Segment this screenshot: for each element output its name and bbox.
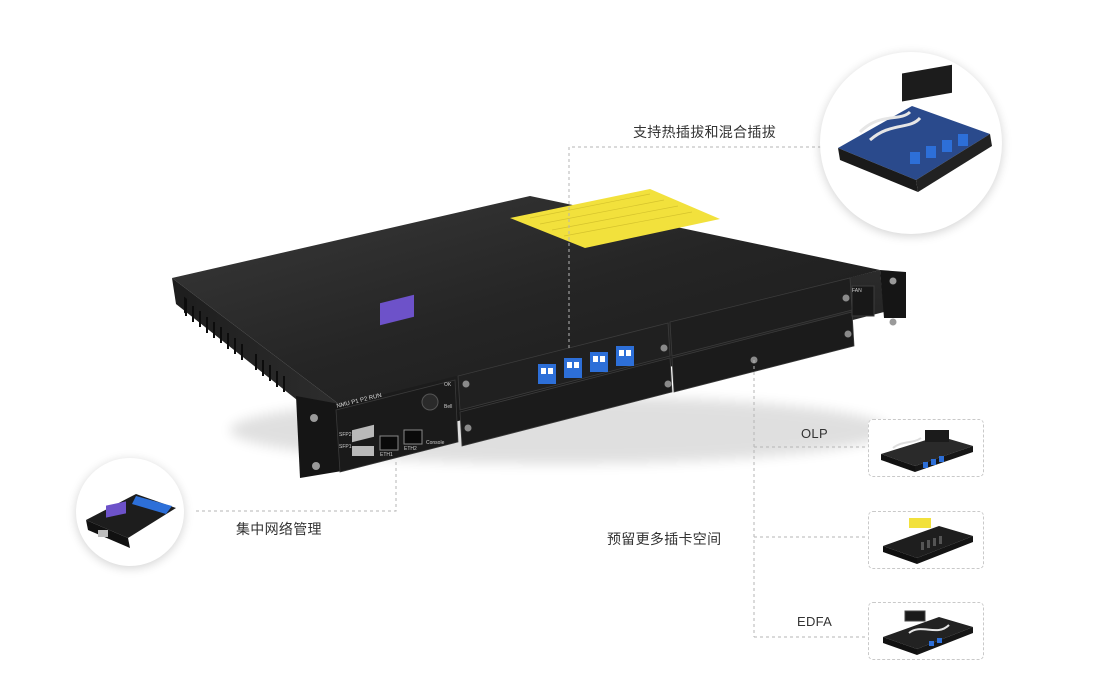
rack-screw <box>310 414 318 422</box>
card-image <box>838 64 992 192</box>
fan-module <box>851 285 875 317</box>
sfp2-label: SFP2 <box>339 432 352 438</box>
rack-ear-left <box>296 396 348 478</box>
lc-port <box>616 346 634 366</box>
central-mgmt-callout: 集中网络管理 <box>236 522 322 538</box>
hot-swap-callout: 支持热插拔和混合插拔 <box>633 125 776 141</box>
edfa-card-image <box>883 610 973 655</box>
card-slot-4 <box>671 311 855 393</box>
hot-swap-thumbnail <box>820 52 1002 234</box>
sfp1-label: SFP1 <box>339 444 352 450</box>
lc-port <box>538 364 556 384</box>
nmu-thumbnail <box>76 458 184 566</box>
warning-label <box>510 189 720 248</box>
nmu-lcd <box>380 294 414 326</box>
eth-port <box>403 429 423 445</box>
eth1-label: ETH1 <box>380 452 393 458</box>
console-label: Console <box>426 440 445 446</box>
rack-ear-right <box>880 270 906 318</box>
lc-port <box>564 358 582 378</box>
olp-label: OLP <box>801 426 828 441</box>
reserved-card-thumbnail <box>868 511 984 569</box>
chassis-top <box>172 196 880 405</box>
sfp-port <box>352 446 374 456</box>
nmu-card-image <box>86 494 176 548</box>
fan-label: FAN <box>852 288 862 294</box>
card-slot-2 <box>459 357 673 447</box>
ok-label: OK <box>444 382 452 388</box>
reserved-slots-callout: 预留更多插卡空间 <box>607 532 722 548</box>
eth2-label: ETH2 <box>404 446 417 452</box>
edfa-label: EDFA <box>797 614 833 629</box>
nav-buttons <box>421 393 439 411</box>
bell-label: Bell <box>444 404 453 410</box>
leader-lines <box>196 146 868 638</box>
lc-adapters <box>538 346 634 384</box>
reserved-card-image <box>883 518 973 564</box>
edfa-card-thumbnail <box>868 602 984 660</box>
eth-port <box>379 435 399 451</box>
olp-card-image <box>881 430 973 472</box>
olp-card-thumbnail <box>868 419 984 477</box>
rack-screw <box>889 277 897 285</box>
rack-screw <box>889 318 897 326</box>
lc-port <box>590 352 608 372</box>
rack-screw <box>312 462 320 470</box>
sfp-port <box>352 424 374 443</box>
